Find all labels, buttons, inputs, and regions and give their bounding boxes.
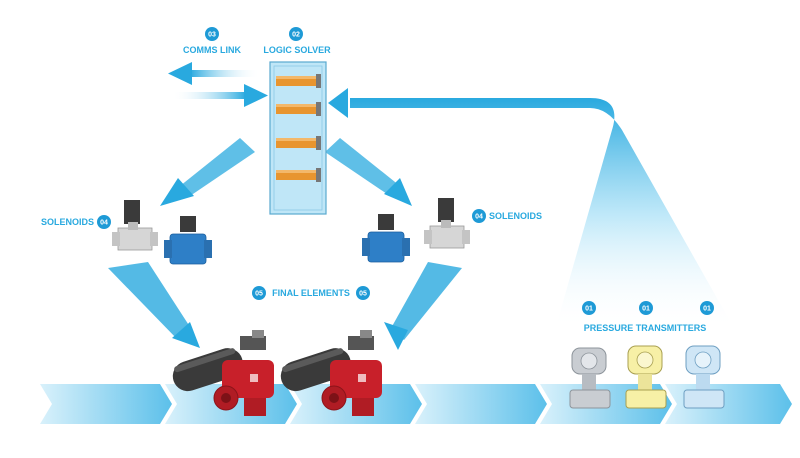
- label-final-elements: FINAL ELEMENTS: [272, 288, 350, 298]
- badge-transmitter-3-text: 01: [703, 306, 711, 313]
- pressure-transmitter-icon: [569, 347, 611, 409]
- logic-to-solenoid-arrows: [160, 138, 412, 206]
- solenoid-valve-icon: [424, 198, 470, 249]
- feedback-arrow: [328, 88, 735, 330]
- label-comms-link: COMMS LINK: [183, 45, 241, 55]
- final-element-valve-icon: [172, 330, 274, 416]
- solenoid-valve-icon: [362, 214, 410, 263]
- solenoid-valve-icon: [164, 216, 212, 265]
- badge-final-elements-right: 05: [356, 286, 370, 300]
- logic-solver-cabinet-icon: [269, 61, 327, 215]
- pressure-transmitter-icon: [683, 345, 725, 409]
- label-pressure-transmitters: PRESSURE TRANSMITTERS: [584, 323, 707, 333]
- pressure-transmitter-icon: [625, 345, 667, 409]
- process-flow-band: [40, 384, 792, 424]
- badge-solenoids-left-text: 04: [100, 220, 108, 227]
- badge-final-elements-right-text: 05: [359, 291, 367, 298]
- solenoid-to-final-arrows: [108, 262, 462, 350]
- badge-transmitter-2-text: 01: [642, 306, 650, 313]
- badge-solenoids-left: 04: [97, 215, 111, 229]
- badge-transmitter-1: 01: [582, 301, 596, 315]
- badge-transmitter-1-text: 01: [585, 306, 593, 313]
- badge-transmitter-2: 01: [639, 301, 653, 315]
- badge-solenoids-right-text: 04: [475, 214, 483, 221]
- badge-logic-solver-text: 02: [292, 32, 300, 39]
- badge-logic-solver: 02: [289, 27, 303, 41]
- badge-comms-link: 03: [205, 27, 219, 41]
- final-element-valve-icon: [280, 330, 382, 416]
- badge-solenoids-right: 04: [472, 209, 486, 223]
- label-solenoids-left: SOLENOIDS: [41, 217, 94, 227]
- solenoid-valve-icon: [112, 200, 158, 251]
- badge-transmitter-3: 01: [700, 301, 714, 315]
- comms-link-arrows: [168, 62, 268, 107]
- badge-final-elements-left-text: 05: [255, 291, 263, 298]
- label-logic-solver: LOGIC SOLVER: [263, 45, 331, 55]
- badge-final-elements-left: 05: [252, 286, 266, 300]
- badge-comms-link-text: 03: [208, 32, 216, 39]
- label-solenoids-right: SOLENOIDS: [489, 211, 542, 221]
